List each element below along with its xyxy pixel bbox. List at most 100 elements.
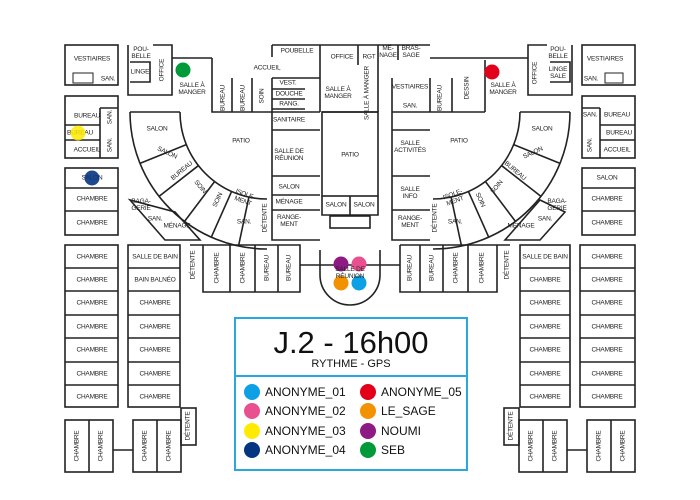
marker-anonyme-02	[351, 256, 367, 272]
wall-divider	[237, 196, 250, 247]
room-office: OFFICE	[158, 58, 166, 82]
wall-divider	[139, 143, 187, 165]
room-rgt: RGT	[362, 53, 376, 61]
room-salon: SALON	[325, 201, 347, 209]
room-salon: SALON	[353, 201, 375, 209]
marker-seb	[175, 62, 191, 78]
room-chambre: CHAMBRE	[591, 195, 623, 203]
room-linge-sale: LINGE SALE	[548, 66, 568, 80]
room-salle-a-manger: SALLE À MANGER	[489, 82, 517, 96]
room-patio: PATIO	[341, 151, 359, 159]
legend-label: ANONYME_03	[265, 424, 346, 438]
room-salon: SALON	[596, 174, 618, 182]
room-chambre: CHAMBRE	[73, 430, 81, 462]
legend-label: ANONYME_02	[265, 404, 346, 418]
room-chambre: CHAMBRE	[551, 430, 559, 462]
room-patio: PATIO	[232, 137, 250, 145]
room-chambre: CHAMBRE	[139, 346, 171, 354]
room-chambre: CHAMBRE	[529, 346, 561, 354]
legend-swatch	[244, 442, 260, 458]
room-chambre: CHAMBRE	[76, 299, 108, 307]
wall-divider	[501, 164, 542, 197]
room-chambre: CHAMBRE	[139, 299, 171, 307]
room-salle-info: SALLE INFO	[400, 186, 420, 200]
room-vest: VEST.	[279, 79, 297, 87]
room-detente: DÉTENTE	[261, 203, 269, 233]
wall-divider	[513, 143, 561, 165]
room-bureau: BUREAU	[428, 255, 436, 281]
room-san: SAN.	[583, 75, 599, 83]
room-chambre: CHAMBRE	[139, 393, 171, 401]
legend-label: NOUMI	[381, 424, 421, 438]
room-chambre: CHAMBRE	[591, 393, 623, 401]
marker-noumi	[333, 256, 349, 272]
room-menage: MÉNAGE	[507, 222, 535, 230]
room-dessin: DESSIN	[463, 76, 471, 100]
room-bagagerie: BAGA- GERIE	[131, 198, 151, 212]
room-detente: DÉTENTE	[431, 203, 439, 233]
legend-item: ANONYME_03	[244, 423, 346, 439]
legend-swatch	[360, 384, 376, 400]
room-office: OFFICE	[531, 61, 539, 85]
room-chambre: CHAMBRE	[527, 430, 535, 462]
room-san: SAN.	[100, 75, 116, 83]
room-rang: RANG.	[279, 100, 299, 108]
marker-anonyme-01	[351, 275, 367, 291]
room-menage: MÉNAGE	[163, 222, 191, 230]
room-bureau: BUREAU	[263, 255, 271, 281]
divider	[236, 375, 466, 377]
room-salon: SALON	[146, 125, 168, 133]
legend-label: SEB	[381, 443, 406, 457]
room-accueil: ACCUEIL	[73, 146, 101, 154]
room-chambre: CHAMBRE	[591, 370, 623, 378]
room-chambre: CHAMBRE	[591, 219, 623, 227]
room-san: SAN.	[586, 137, 594, 153]
room-chambre: CHAMBRE	[76, 253, 108, 261]
room-salon: SALON	[278, 183, 300, 191]
room-salle-a-manger: SALLE À MANGER	[178, 82, 206, 96]
room-accueil: ACCUEIL	[603, 146, 631, 154]
wall-divider	[467, 191, 490, 238]
legend-item: ANONYME_01	[244, 384, 346, 400]
room-chambre: CHAMBRE	[139, 370, 171, 378]
room-chambre: CHAMBRE	[591, 276, 623, 284]
room-san: SAN.	[582, 111, 598, 119]
room-detente: DÉTENTE	[184, 411, 192, 441]
room-bureau: BUREAU	[239, 85, 247, 111]
legend-swatch	[360, 423, 376, 439]
room-patio: PATIO	[450, 137, 468, 145]
marker-anonyme-05	[484, 64, 500, 80]
legend-item: ANONYME_02	[244, 403, 346, 419]
room-chambre: CHAMBRE	[529, 370, 561, 378]
room-bureau: BUREAU	[436, 85, 444, 111]
marker-le-sage	[333, 275, 349, 291]
room-douche: DOUCHE	[275, 90, 303, 98]
room-soin: SOIN	[258, 88, 266, 104]
room-bain-balneo: BAIN BALNÉO	[134, 276, 176, 284]
room-chambre: CHAMBRE	[591, 323, 623, 331]
legend-label: ANONYME_05	[381, 385, 462, 399]
legend-label: LE_SAGE	[381, 404, 436, 418]
room-chambre: CHAMBRE	[76, 393, 108, 401]
room-salle-a-manger: SALLE À MANGER	[324, 86, 352, 100]
room-bureau: BUREAU	[604, 111, 630, 119]
room-chambre: CHAMBRE	[529, 323, 561, 331]
room-accueil: ACCUEIL	[253, 64, 281, 72]
room-chambre: CHAMBRE	[591, 253, 623, 261]
room-chambre: CHAMBRE	[239, 252, 247, 284]
room-brassage: BRAS- SAGE	[401, 45, 421, 59]
room-poubelle: POUBELLE	[280, 47, 314, 55]
legend-swatch	[360, 403, 376, 419]
legend-item: ANONYME_05	[360, 384, 462, 400]
room-sanitaire: SANITAIRE	[272, 116, 306, 124]
room-bureau: BUREAU	[406, 255, 414, 281]
room-salle-de-reunion: SALLE DE RÉUNION	[274, 148, 304, 162]
wall-divider	[210, 191, 233, 238]
page-title: J.2 - 16h00	[273, 325, 429, 360]
room-poubelle: POU- BELLE	[131, 46, 151, 60]
room-detente: DÉTENTE	[507, 411, 515, 441]
legend-item: SEB	[360, 442, 405, 458]
room-detente: DÉTENTE	[503, 250, 511, 280]
room-poubelle: POU- BELLE	[548, 46, 568, 60]
